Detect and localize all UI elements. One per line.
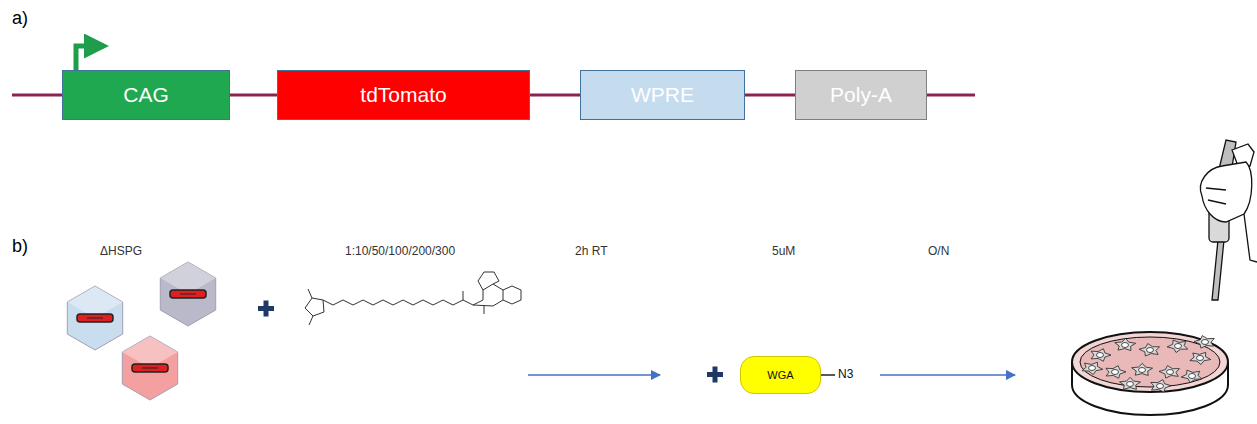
linker-structure bbox=[305, 272, 521, 325]
backbone-line bbox=[12, 94, 62, 97]
process-arrow bbox=[880, 374, 1015, 376]
backbone-line bbox=[530, 94, 580, 97]
condition-label: O/N bbox=[928, 244, 949, 258]
condition-label: 2h RT bbox=[575, 244, 607, 258]
panel-letter: b) bbox=[12, 236, 28, 257]
panel-letter: a) bbox=[12, 8, 28, 29]
azide-bond bbox=[821, 374, 835, 376]
promoter-arrow bbox=[76, 46, 104, 70]
plus-sign bbox=[258, 301, 274, 317]
element-box: WPRE bbox=[580, 70, 745, 120]
plus-sign bbox=[707, 367, 723, 383]
backbone-line bbox=[927, 94, 975, 97]
node-label: CAG bbox=[123, 83, 169, 107]
node-label: Poly-A bbox=[830, 83, 892, 107]
ratio-label: 1:10/50/100/200/300 bbox=[345, 244, 455, 258]
lectin-box: WGA bbox=[740, 356, 821, 394]
petri-dish bbox=[1072, 332, 1228, 415]
node-label: tdTomato bbox=[360, 83, 446, 107]
reporter-box: tdTomato bbox=[277, 70, 530, 120]
polya-box: Poly-A bbox=[795, 70, 927, 120]
process-arrow bbox=[528, 374, 660, 376]
backbone-line bbox=[745, 94, 795, 97]
backbone-line bbox=[230, 94, 277, 97]
pipette-hand bbox=[1200, 140, 1257, 300]
capsid-label: ΔHSPG bbox=[100, 244, 142, 258]
capsid-group bbox=[67, 262, 216, 400]
node-label: WPRE bbox=[631, 83, 694, 107]
node-label: WGA bbox=[767, 369, 793, 381]
azide-label: N3 bbox=[838, 367, 853, 381]
concentration-label: 5uM bbox=[772, 244, 795, 258]
promoter-box: CAG bbox=[62, 70, 230, 120]
